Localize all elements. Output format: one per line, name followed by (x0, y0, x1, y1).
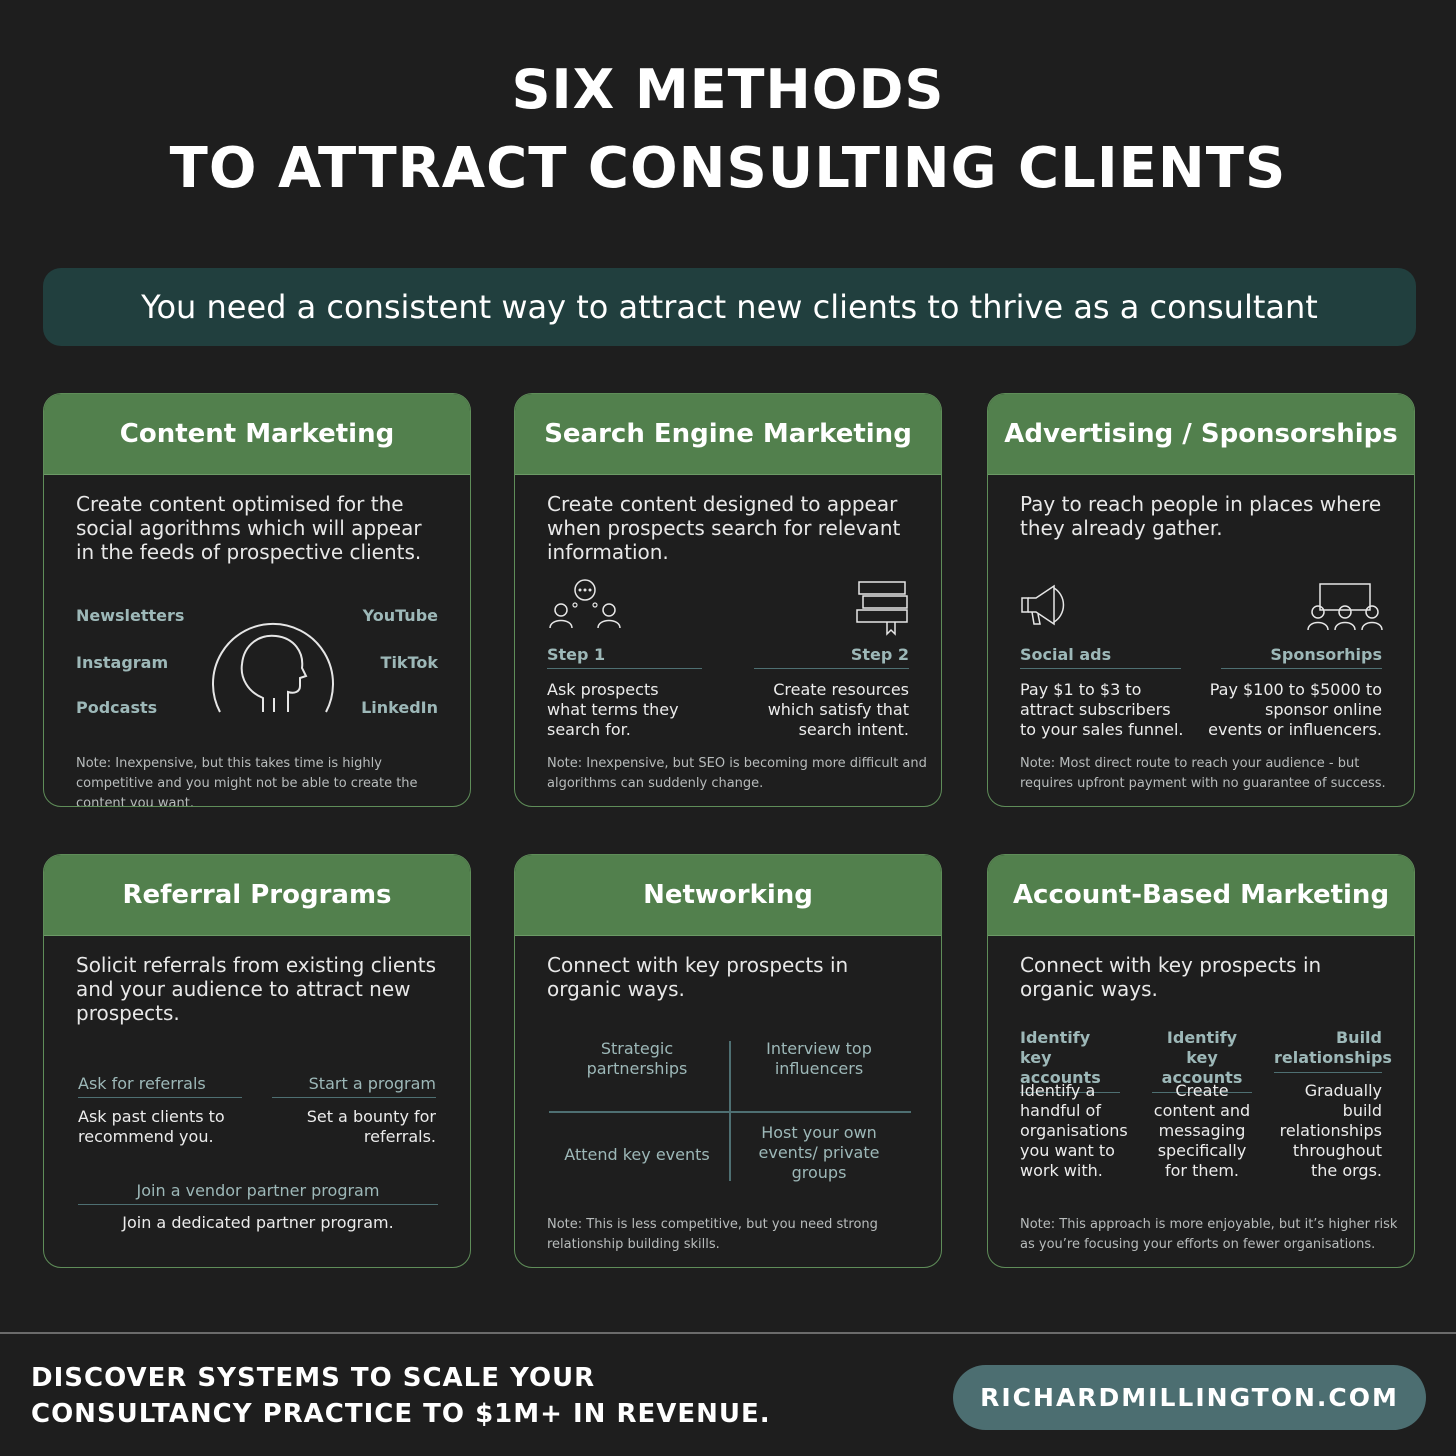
subtitle-banner: You need a consistent way to attract new… (43, 268, 1416, 346)
channel-linkedin: LinkedIn (361, 698, 438, 717)
megaphone-icon (1021, 584, 1065, 626)
sponsorships-text: Pay $100 to $5000 to sponsor online even… (1208, 680, 1382, 739)
card-note: Note: Inexpensive, but this takes time i… (76, 756, 418, 807)
quadrant-interview-influencers: Interview top influencers (766, 1039, 872, 1078)
card-heading: Search Engine Marketing (515, 394, 941, 475)
build-relationships-text: Gradually build relationships throughout… (1279, 1081, 1382, 1180)
card-search-engine-marketing: Search Engine Marketing Create content d… (514, 393, 942, 807)
website-button[interactable]: RICHARDMILLINGTON.COM (953, 1365, 1426, 1430)
card-heading: Account-Based Marketing (988, 855, 1414, 936)
start-program-text: Set a bounty for referrals. (306, 1107, 436, 1146)
social-ads-label: Social ads (1020, 645, 1181, 669)
target-accounts-text: Create content and messaging specificall… (1153, 1081, 1251, 1180)
footer-divider (0, 1332, 1456, 1334)
card-heading: Advertising / Sponsorships (988, 394, 1414, 475)
channel-youtube: YouTube (362, 606, 438, 625)
audience-screen-icon (1307, 583, 1383, 631)
card-networking: Networking Connect with key prospects in… (514, 854, 942, 1268)
vendor-partner-label: Join a vendor partner program (78, 1181, 438, 1205)
head-profile-icon (212, 622, 334, 713)
step2-label: Step 2 (754, 645, 909, 669)
quadrant-strategic-partnerships: Strategic partnerships (586, 1039, 688, 1078)
ask-referrals-text: Ask past clients to recommend you. (78, 1107, 225, 1146)
card-note: Note: Most direct route to reach your au… (1020, 756, 1386, 791)
target-accounts-label: Identify key accounts (1152, 1028, 1252, 1093)
card-description: Create content designed to appear when p… (547, 492, 901, 564)
card-note: Note: Inexpensive, but SEO is becoming m… (547, 756, 927, 791)
card-description: Connect with key prospects in organic wa… (1020, 953, 1322, 1001)
card-heading: Referral Programs (44, 855, 470, 936)
card-heading: Content Marketing (44, 394, 470, 475)
card-advertising-sponsorships: Advertising / Sponsorships Pay to reach … (987, 393, 1415, 807)
quadrant-divider-horizontal (549, 1111, 911, 1113)
channel-instagram: Instagram (76, 653, 169, 672)
card-heading: Networking (515, 855, 941, 936)
books-icon (856, 581, 908, 636)
footer-cta: DISCOVER SYSTEMS TO SCALE YOUR CONSULTAN… (31, 1360, 771, 1432)
step1-text: Ask prospects what terms they search for… (547, 680, 679, 739)
card-referral-programs: Referral Programs Solicit referrals from… (43, 854, 471, 1268)
card-description: Pay to reach people in places where they… (1020, 492, 1382, 540)
page-title-line2: TO ATTRACT CONSULTING CLIENTS (169, 136, 1287, 201)
social-ads-text: Pay $1 to $3 to attract subscribers to y… (1020, 680, 1184, 739)
step2-text: Create resources which satisfy that sear… (767, 680, 909, 739)
vendor-partner-text: Join a dedicated partner program. (122, 1213, 394, 1232)
step1-label: Step 1 (547, 645, 702, 669)
card-description: Solicit referrals from existing clients … (76, 953, 437, 1025)
conversation-icon (549, 579, 621, 629)
sponsorships-label: Sponsorhips (1221, 645, 1382, 669)
card-content-marketing: Content Marketing Create content optimis… (43, 393, 471, 807)
quadrant-host-events: Host your own events/ private groups (758, 1123, 880, 1182)
start-program-label: Start a program (272, 1074, 436, 1098)
identify-accounts-text: Identify a handful of organisations you … (1020, 1081, 1128, 1180)
quadrant-attend-events: Attend key events (564, 1145, 710, 1164)
card-account-based-marketing: Account-Based Marketing Connect with key… (987, 854, 1415, 1268)
card-note: Note: This is less competitive, but you … (547, 1217, 878, 1252)
channel-newsletters: Newsletters (76, 606, 185, 625)
card-note: Note: This approach is more enjoyable, b… (1020, 1217, 1398, 1252)
footer-cta-line1: DISCOVER SYSTEMS TO SCALE YOUR (31, 1363, 596, 1393)
footer-cta-line2: CONSULTANCY PRACTICE TO $1M+ IN REVENUE. (31, 1399, 771, 1429)
ask-referrals-label: Ask for referrals (78, 1074, 242, 1098)
card-description: Create content optimised for the social … (76, 492, 422, 564)
channel-podcasts: Podcasts (76, 698, 158, 717)
channel-tiktok: TikTok (380, 653, 438, 672)
build-relationships-label: Build relationships (1274, 1028, 1392, 1073)
identify-accounts-label: Identify key accounts (1020, 1028, 1120, 1093)
page-title-line1: SIX METHODS (511, 58, 945, 121)
card-description: Connect with key prospects in organic wa… (547, 953, 849, 1001)
